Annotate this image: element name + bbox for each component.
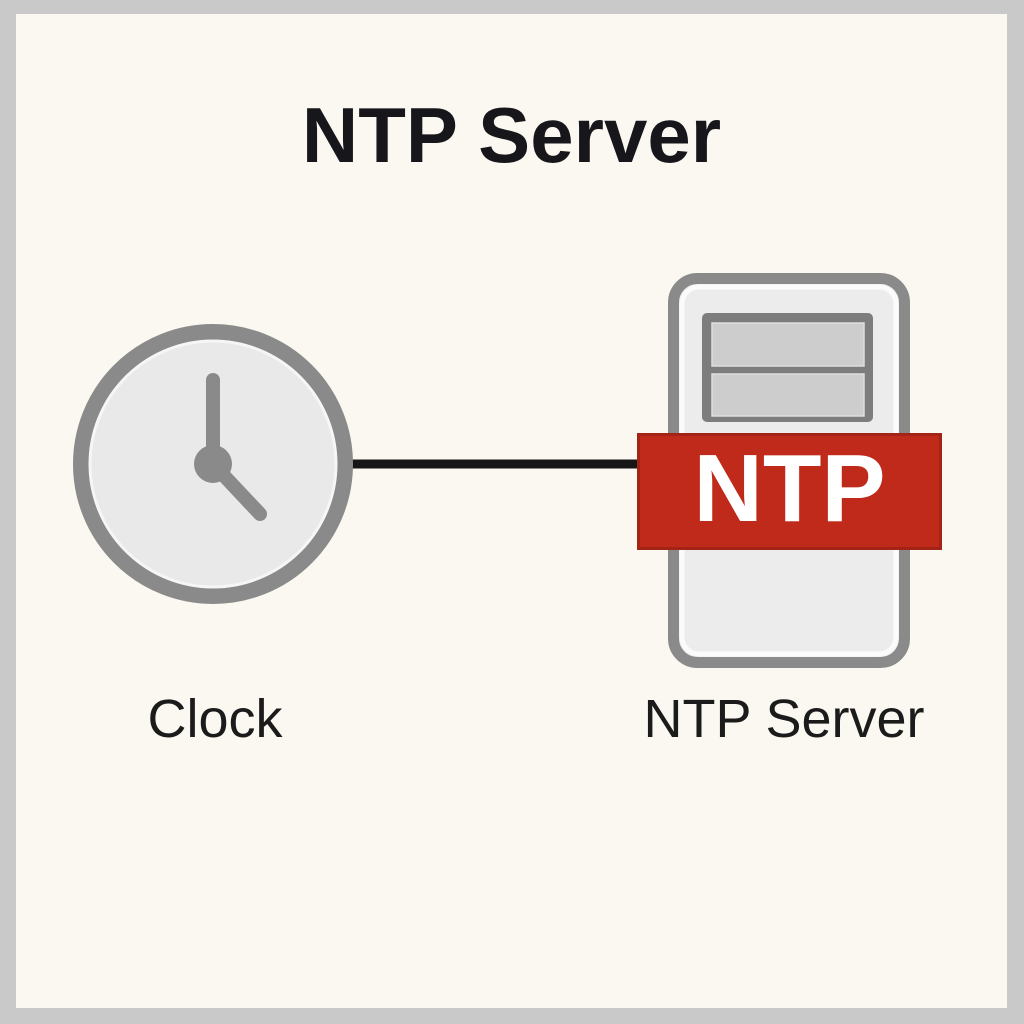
clock-icon: [73, 324, 353, 604]
server-bay-2: [711, 373, 865, 417]
diagram-canvas: NTP Server NTP: [16, 14, 1007, 1008]
clock-hub: [194, 445, 232, 483]
server-node-label: NTP Server: [643, 689, 925, 749]
ntp-badge-label: NTP: [693, 434, 886, 542]
ntp-badge: NTP: [637, 433, 942, 550]
clock-node-label: Clock: [147, 689, 283, 749]
diagram-title: NTP Server: [301, 91, 722, 179]
server-bay-1: [711, 322, 865, 367]
clock-ring-highlight: [88, 339, 338, 589]
